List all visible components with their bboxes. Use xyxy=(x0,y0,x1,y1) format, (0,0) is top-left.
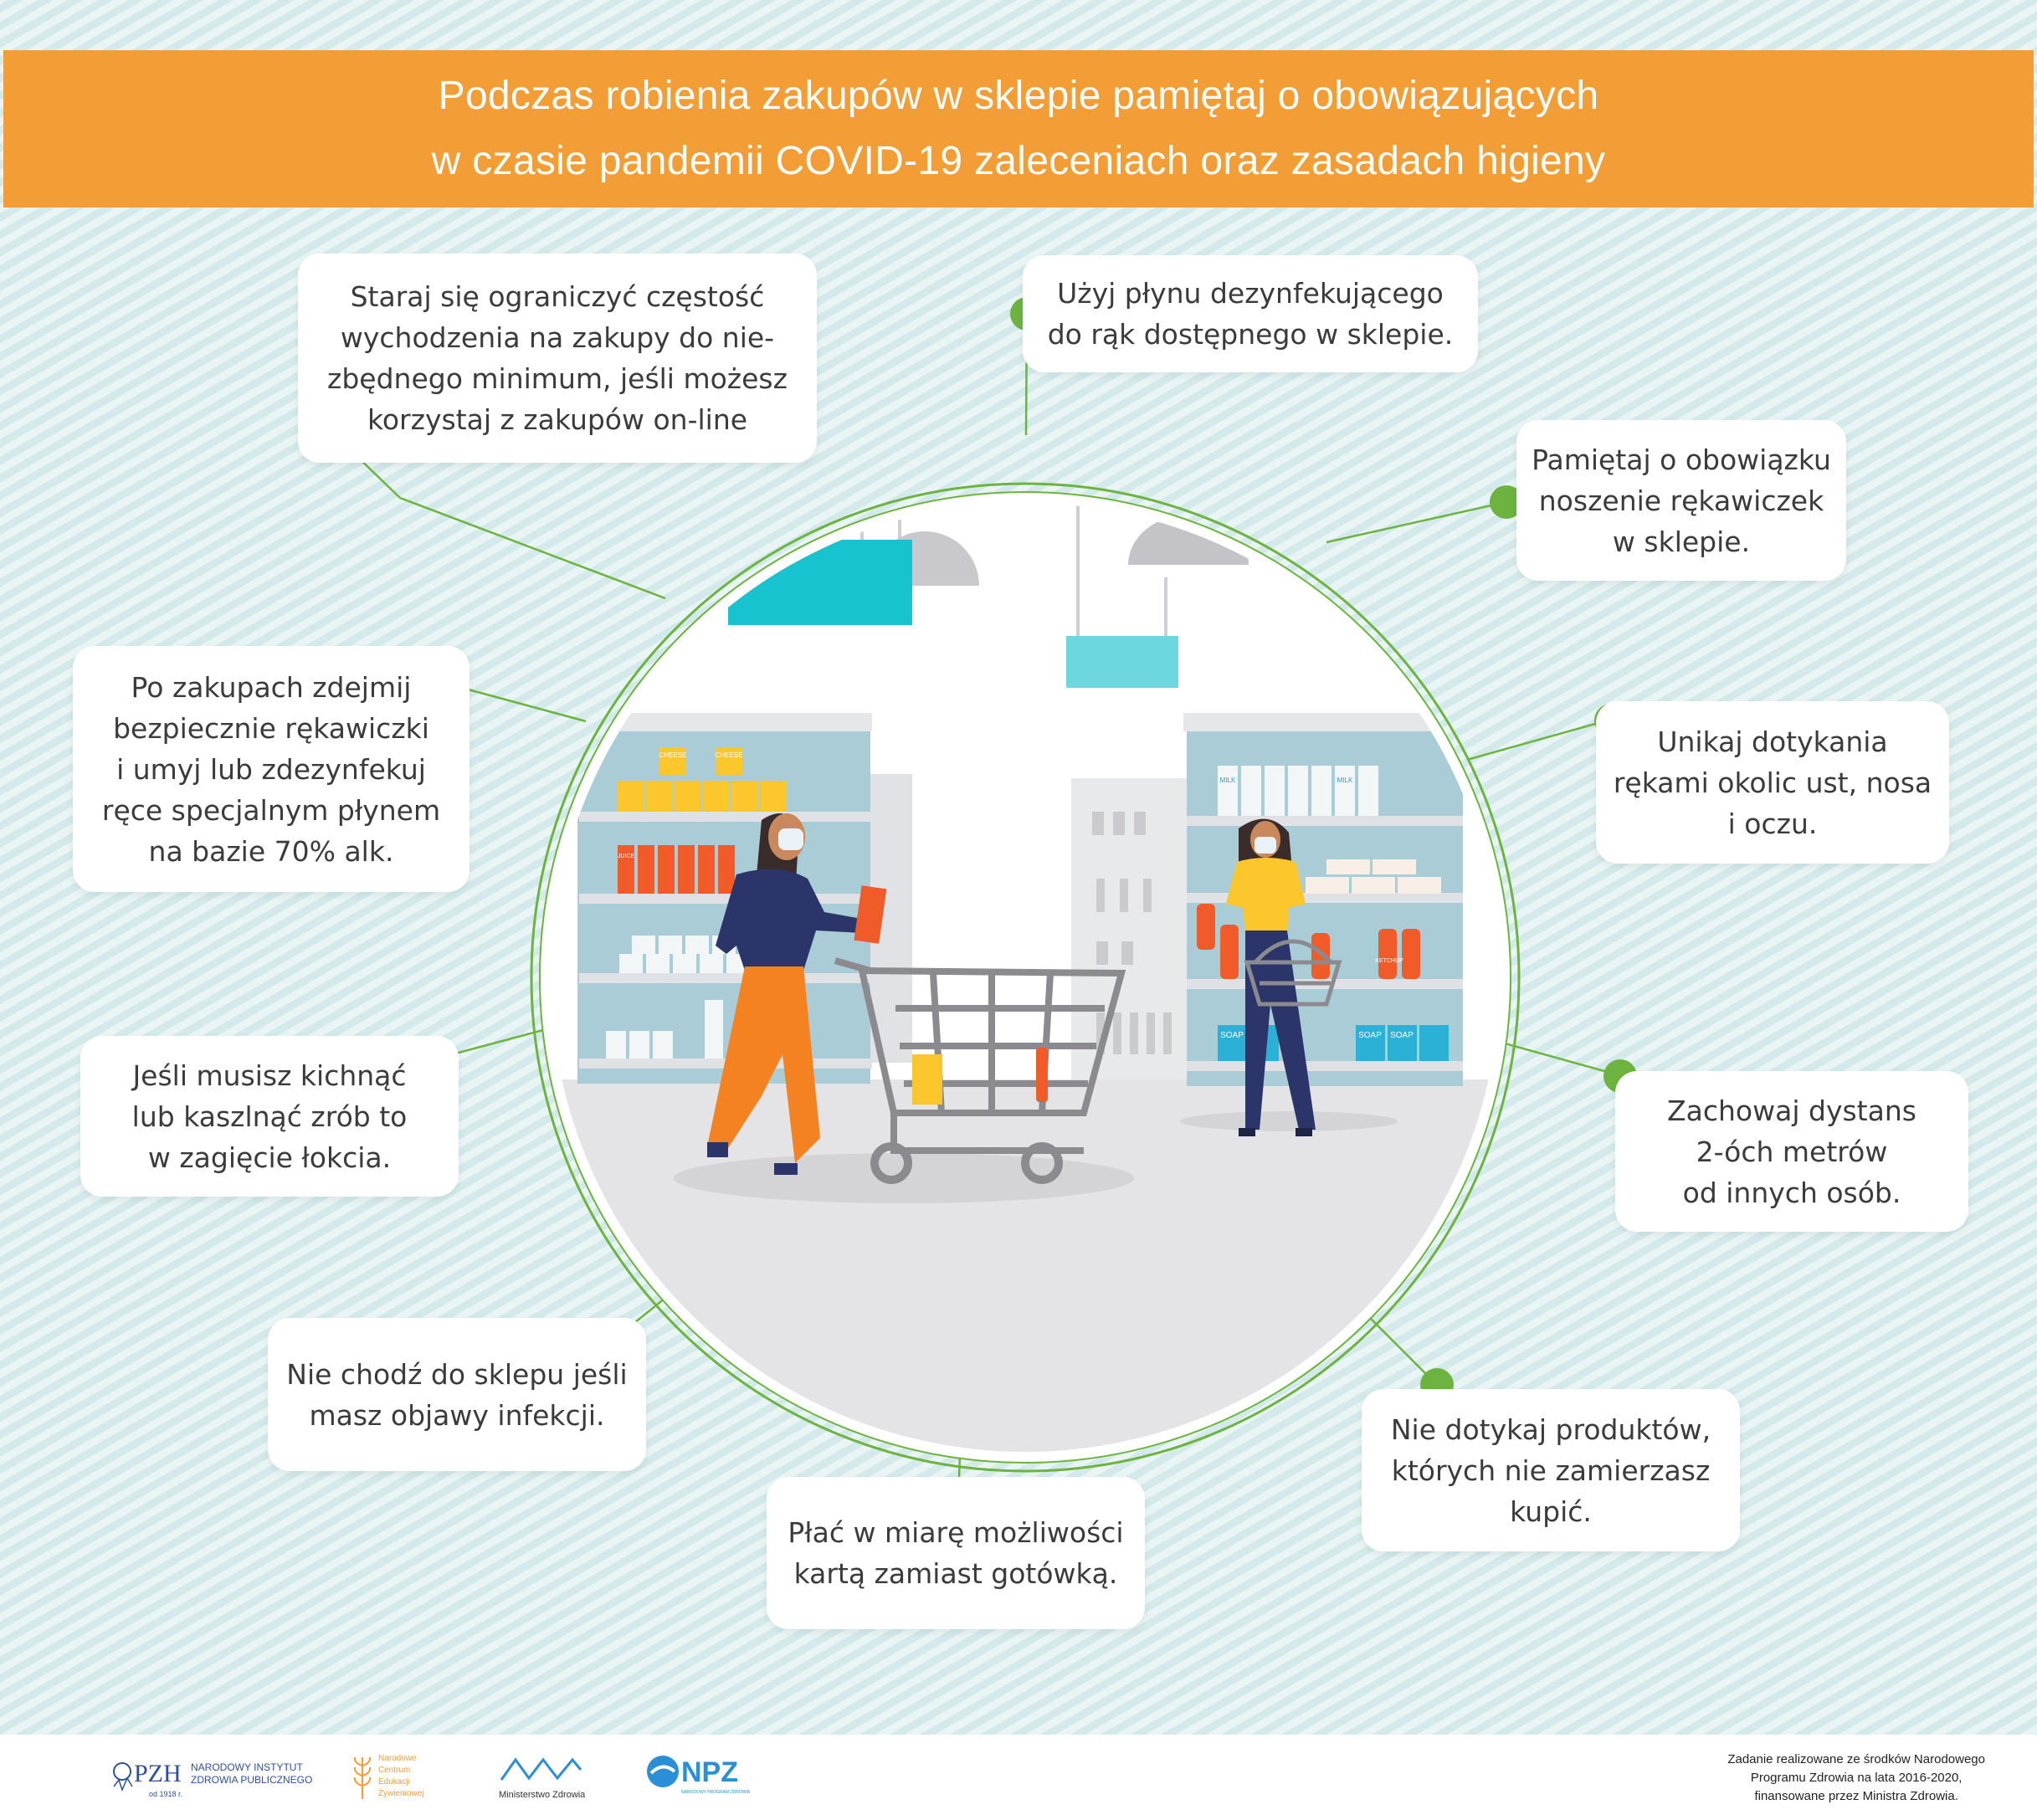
tip-line: do rąk dostępnego w sklepie. xyxy=(1047,318,1454,351)
tip-card-payment: Płać w miarę możliwości kartą zamiast go… xyxy=(767,1477,1145,1629)
funding-line-3: finansowane przez Ministra Zdrowia. xyxy=(1754,1789,1958,1803)
ncez-line-2: Centrum xyxy=(378,1766,411,1775)
tip-line: Płać w miarę możliwości xyxy=(788,1516,1124,1549)
tip-limit-shopping: Staraj się ograniczyć częstość wychodzen… xyxy=(298,254,817,463)
soap-label: SOAP xyxy=(1358,1031,1382,1040)
tip-line: Staraj się ograniczyć częstość xyxy=(350,280,765,313)
tip-disinfectant: Użyj płynu dezynfekującego do rąk dostęp… xyxy=(1023,255,1478,372)
tip-line: Nie dotykaj produktów, xyxy=(1390,1412,1711,1446)
tip-distance: Zachowaj dystans 2-óch metrów od innych … xyxy=(1615,1071,1968,1232)
npz-name: NARODOWY PROGRAM ZDROWIA xyxy=(681,1790,751,1795)
tip-line: i umyj lub zdezynfekuj xyxy=(116,752,426,786)
ncez-line-1: Narodowe xyxy=(378,1754,417,1763)
tip-line: ręce specjalnym płynem xyxy=(101,793,441,827)
tip-line: Zachowaj dystans xyxy=(1667,1094,1916,1127)
npz-emblem-icon xyxy=(647,1756,679,1787)
tip-line: w zagięcie łokcia. xyxy=(147,1141,392,1174)
juice-label: JUICE xyxy=(618,854,635,859)
tip-no-touch-products: Nie dotykaj produktów, których nie zamie… xyxy=(1362,1389,1740,1551)
tip-remove-gloves: Po zakupach zdejmij bezpiecznie rękawicz… xyxy=(73,646,469,892)
milk-label: MILK xyxy=(1220,777,1236,784)
tip-line: rękami okolic ust, nosa xyxy=(1613,766,1932,799)
tip-line: korzystaj z zakupów on-line xyxy=(367,403,748,436)
pzh-emblem-icon xyxy=(113,1762,133,1792)
funding-line-2: Programu Zdrowia na lata 2016-2020, xyxy=(1750,1771,1963,1785)
soap-label: SOAP xyxy=(1220,1031,1244,1040)
soap-label: SOAP xyxy=(1390,1031,1414,1040)
pzh-since: od 1918 r. xyxy=(149,1790,183,1798)
tip-line: których nie zamierzasz xyxy=(1391,1453,1711,1487)
header-line-1: Podczas robienia zakupów w sklepie pamię… xyxy=(438,74,1599,118)
mz-name: Ministerstwo Zdrowia xyxy=(499,1790,586,1800)
ncez-line-4: Żywieniowej xyxy=(378,1789,424,1798)
tip-line: zbędnego minimum, jeśli możesz xyxy=(327,362,788,395)
tip-line: bezpiecznie rękawiczki xyxy=(113,711,429,745)
pzh-name-1: NARODOWY INSTYTUT xyxy=(191,1761,303,1773)
footer xyxy=(0,1735,2037,1820)
milk-label: MILK xyxy=(1337,777,1353,784)
tip-line: Pamiętaj o obowiązku xyxy=(1532,443,1831,476)
ncez-logo: Narodowe Centrum Edukacji Żywieniowej xyxy=(350,1753,442,1803)
tip-line: Użyj płynu dezynfekującego xyxy=(1057,277,1444,310)
tip-line: Jeśli musisz kichnąć xyxy=(132,1059,407,1092)
mz-emblem-icon xyxy=(500,1757,582,1781)
tip-line: masz objawy infekcji. xyxy=(309,1398,605,1432)
cheese-label: CHEESE xyxy=(659,751,687,759)
tip-gloves: Pamiętaj o obowiązku noszenie rękawiczek… xyxy=(1516,420,1846,581)
pzh-abbr: PZH xyxy=(134,1760,182,1787)
tip-line: w sklepie. xyxy=(1612,525,1751,558)
tip-line: 2-óch metrów xyxy=(1696,1135,1888,1168)
tip-line: wychodzenia na zakupy do nie- xyxy=(340,321,775,354)
tip-line: Po zakupach zdejmij xyxy=(131,670,412,704)
tip-line: i oczu. xyxy=(1727,807,1818,840)
tip-line: Unikaj dotykania xyxy=(1657,725,1888,758)
tip-line: kartą zamiast gotówką. xyxy=(793,1557,1118,1590)
ketchup-label: KETCHUP xyxy=(1375,958,1403,964)
tip-line: na bazie 70% alk. xyxy=(148,834,394,868)
aisle-sign-small xyxy=(1066,636,1178,688)
wheat-icon xyxy=(353,1756,372,1799)
ncez-line-3: Edukacji xyxy=(378,1777,410,1787)
pzh-logo: PZH NARODOWY INSTYTUT ZDROWIA PUBLICZNEG… xyxy=(107,1753,312,1803)
header-banner: Podczas robienia zakupów w sklepie pamię… xyxy=(3,50,2034,208)
funding-note: Zadanie realizowane ze środków Narodoweg… xyxy=(1727,1751,1985,1806)
tip-sneeze: Jeśli musisz kichnąć lub kaszlnąć zrób t… xyxy=(80,1036,459,1197)
tip-line: noszenie rękawiczek xyxy=(1538,484,1824,517)
tip-line: lub kaszlnąć zrób to xyxy=(131,1100,408,1133)
funding-line-1: Zadanie realizowane ze środków Narodoweg… xyxy=(1727,1752,1985,1766)
tip-line: Nie chodź do sklepu jeśli xyxy=(286,1357,628,1391)
npz-logo: NPZ NARODOWY PROGRAM ZDROWIA xyxy=(644,1753,753,1803)
cheese-label: CHEESE xyxy=(716,751,743,759)
tip-stay-home-sick: Nie chodź do sklepu jeśli masz objawy in… xyxy=(268,1318,646,1471)
header-line-2: w czasie pandemii COVID-19 zaleceniach o… xyxy=(431,139,1606,183)
outer-ring xyxy=(530,482,1521,1473)
shopping-basket xyxy=(1244,939,1342,1007)
npz-abbr: NPZ xyxy=(681,1756,738,1788)
tip-line: od innych osób. xyxy=(1682,1176,1901,1209)
woman-with-basket xyxy=(1197,818,1316,1136)
pzh-name-2: ZDROWIA PUBLICZNEGO xyxy=(191,1774,313,1786)
mz-logo: Ministerstwo Zdrowia xyxy=(497,1753,589,1803)
woman-with-cart xyxy=(707,813,887,1175)
tip-line: kupić. xyxy=(1510,1494,1592,1528)
tip-no-touch-face: Unikaj dotykania rękami okolic ust, nosa… xyxy=(1596,701,1949,864)
